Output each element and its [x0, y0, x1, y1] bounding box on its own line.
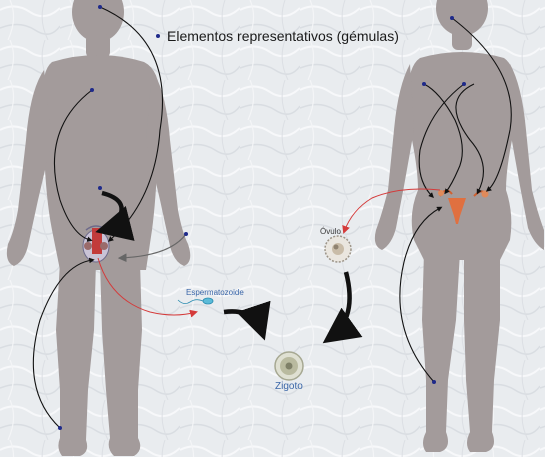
zygote-label: Zigoto — [275, 381, 303, 392]
female-gemmule-arrows — [399, 17, 512, 383]
ovum-cell — [324, 235, 352, 263]
male-silhouette — [6, 0, 191, 456]
red-arrow-to-ovum — [342, 188, 441, 234]
male-thick-arrow — [95, 190, 135, 241]
zygote-cell — [274, 351, 304, 381]
gemmule-dots — [58, 5, 466, 430]
male-gemmule-arrows — [32, 6, 187, 429]
legend-dot-icon — [156, 34, 160, 38]
sperm-label: Espermatozoide — [186, 288, 244, 297]
legend-text: Elementos representativos (gémulas) — [167, 28, 399, 44]
sperm-cell — [177, 297, 214, 305]
female-silhouette — [374, 0, 544, 452]
sperm-to-zygote-arrow — [223, 300, 271, 341]
ovum-to-zygote-arrow — [322, 271, 363, 344]
red-arrow-to-sperm — [97, 257, 198, 318]
ovum-label: Óvulo — [320, 227, 341, 236]
legend: Elementos representativos (gémulas) — [156, 28, 399, 44]
